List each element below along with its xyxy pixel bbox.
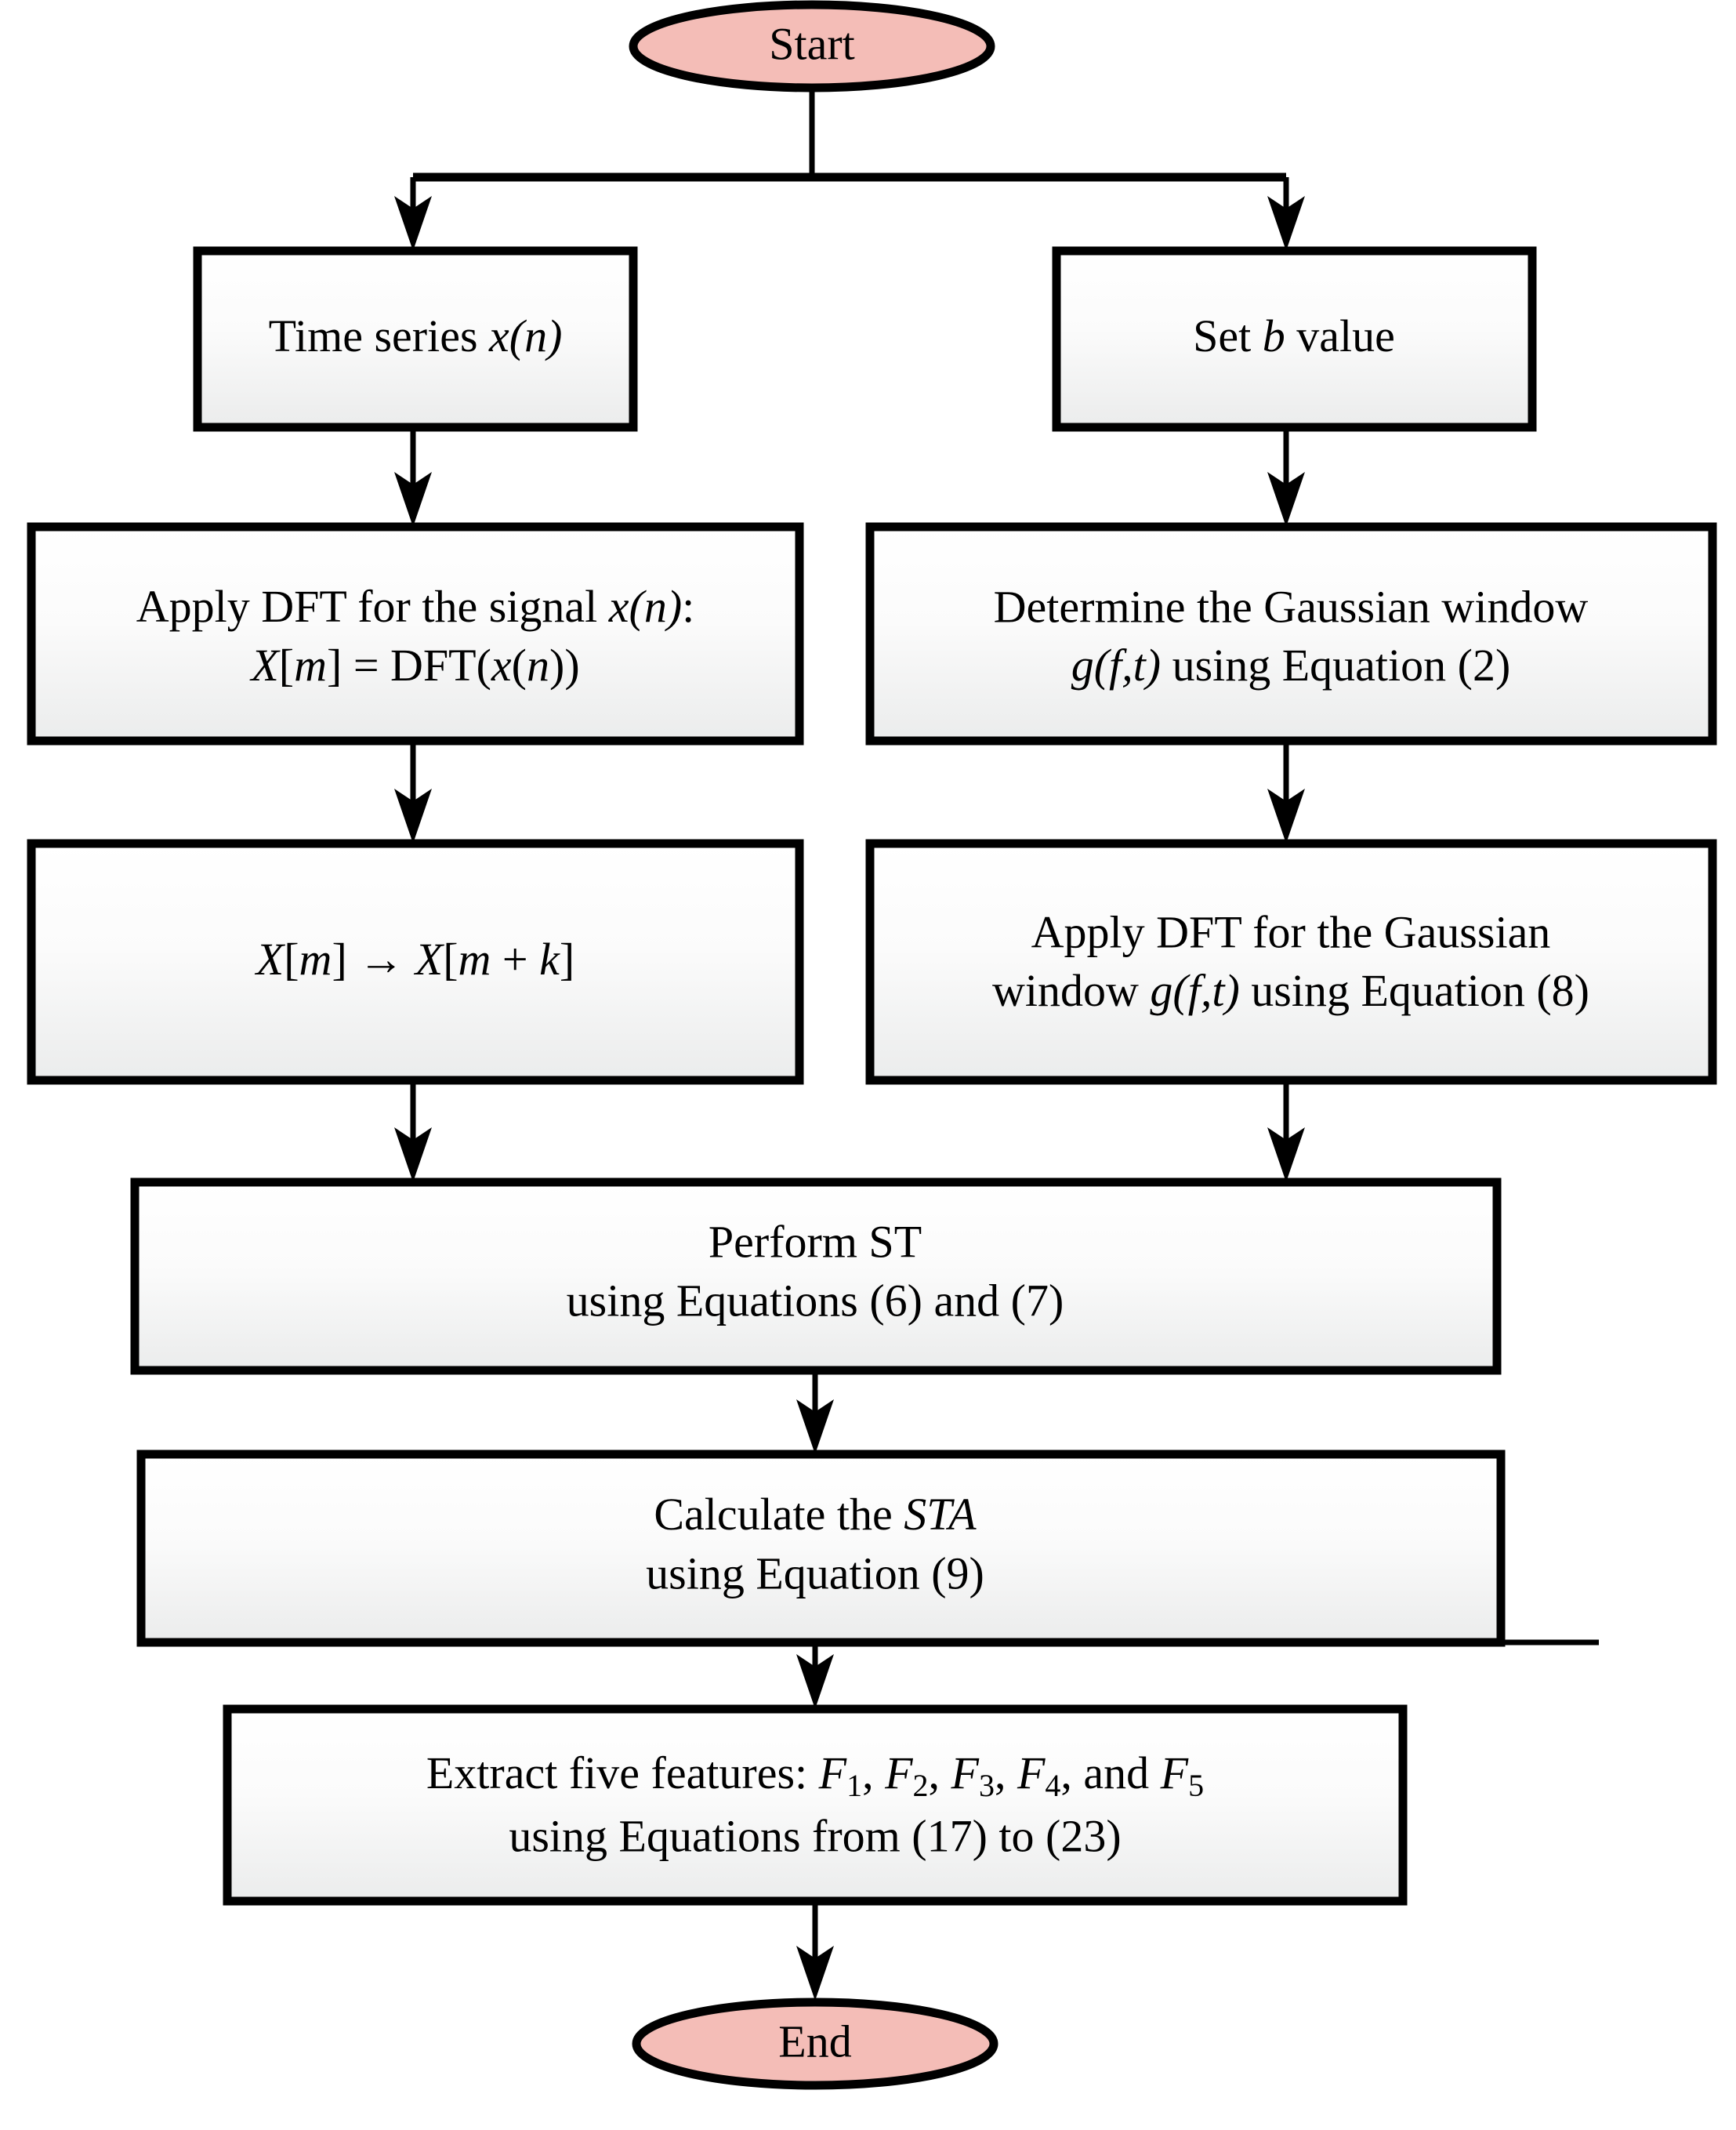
edge-set-b-gaussian [1267,427,1305,527]
ef-sep1: , [862,1747,885,1798]
node-apply-dft-gaussian-line1: Apply DFT for the Gaussian [1031,906,1551,957]
edge-dft-gaussian-perform-st [1267,1080,1305,1182]
node-apply-dft-signal-line1: Apply DFT for the signal x(n): [136,581,695,632]
node-time-series-label: Time series x(n) [269,310,563,361]
ef-f5-sub: 5 [1188,1768,1204,1803]
ss-plus: + [491,934,539,985]
sb-pre: Set [1193,310,1263,361]
ss-rb2: ] [560,934,574,985]
node-start-label: Start [769,18,855,69]
edge-calculate-sta-extract [796,1639,1599,1709]
ss-X1: X [255,934,286,985]
ads-m: m [294,640,327,691]
ss-k: k [539,934,560,985]
ef-f2-sub: 2 [913,1768,929,1803]
ads-p1: ( [512,640,527,691]
ads-p2: )) [549,640,580,691]
ads-pre: Apply DFT for the signal [136,581,609,632]
ef-pre: Extract five features: [426,1747,819,1798]
node-set-b-label: Set b value [1193,310,1395,361]
ts-text: Time series [269,310,489,361]
node-determine-gaussian-line1: Determine the Gaussian window [994,581,1589,632]
ef-f1: F [818,1747,847,1798]
ads-eq: ] = DFT( [327,640,491,691]
edge-split-set-b [1267,177,1305,251]
node-extract-features[interactable]: Extract five features: F1, F2, F3, F4, a… [223,1704,1408,1906]
edge-extract-end [796,1901,834,2001]
node-time-series[interactable]: Time series x(n) [193,246,638,432]
ads-x2: x [491,640,512,691]
ads-lb: [ [279,640,294,691]
ss-lb2: [ [443,934,458,985]
ss-m1: m [299,934,332,985]
node-extract-features-line1: Extract five features: F1, F2, F3, F4, a… [426,1747,1204,1803]
node-determine-gaussian-window[interactable]: Determine the Gaussian window g(f,t) usi… [865,522,1717,746]
ef-sep2: , [929,1747,951,1798]
node-start[interactable]: Start [629,0,995,93]
ef-f2: F [884,1747,913,1798]
cs-pre: Calculate the [654,1489,904,1540]
node-calculate-sta[interactable]: Calculate the STA using Equation (9) [136,1450,1506,1647]
ss-lb1: [ [284,934,299,985]
ads-X: X [249,640,281,691]
ss-m2: m [458,934,491,985]
ef-f1-sub: 1 [846,1768,862,1803]
ef-f3-sub: 3 [979,1768,995,1803]
adg-gft: g(f,t) [1150,965,1239,1016]
ads-colon: : [682,581,694,632]
edge-shift-perform-st [394,1080,432,1182]
edge-split-time-series [394,177,432,251]
ef-f5: F [1160,1747,1189,1798]
edge-time-series-dft [394,427,432,527]
node-end[interactable]: End [632,1998,998,2090]
ads-n2: n [527,640,549,691]
node-determine-gaussian-line2: g(f,t) using Equation (2) [1071,640,1511,691]
ss-X2: X [404,934,445,985]
node-apply-dft-signal[interactable]: Apply DFT for the signal x(n): X[m] = DF… [27,522,804,746]
node-perform-st-line2: using Equations (6) and (7) [567,1275,1064,1326]
ef-f4-sub: 4 [1045,1768,1060,1803]
node-perform-st[interactable]: Perform ST using Equations (6) and (7) [130,1177,1502,1375]
ts-var: x(n) [488,310,562,361]
ss-arrow-icon: → [358,934,404,985]
node-end-label: End [778,2016,851,2066]
ef-sep4: , and [1060,1747,1160,1798]
node-shift-spectrum-label: X[m] → X[m + k] [255,934,574,985]
dg-gft: g(f,t) [1071,640,1161,691]
ef-f4: F [1017,1747,1046,1798]
ef-sep3: , [995,1747,1017,1798]
ss-rb1: ] [332,934,358,985]
sb-post: value [1285,310,1395,361]
node-shift-spectrum[interactable]: X[m] → X[m + k] [27,839,804,1085]
ads-var: x(n) [608,581,682,632]
node-calculate-sta-line2: using Equation (9) [646,1548,984,1598]
dg-rest: using Equation (2) [1161,640,1510,691]
edge-gaussian-dft-gaussian [1267,741,1305,844]
node-apply-dft-signal-line2: X[m] = DFT(x(n)) [249,640,579,691]
edge-perform-st-calculate-sta [796,1370,834,1454]
node-set-b-value[interactable]: Set b value [1052,246,1537,432]
node-extract-features-line2: using Equations from (17) to (23) [509,1810,1121,1861]
ef-f3: F [951,1747,980,1798]
node-apply-dft-gaussian-line2: window g(f,t) using Equation (8) [992,965,1589,1016]
cs-sta: STA [904,1489,977,1540]
edge-dft-shift [394,741,432,844]
node-perform-st-line1: Perform ST [709,1216,922,1267]
adg-pre: window [992,965,1150,1016]
sb-var: b [1263,310,1285,361]
node-calculate-sta-line1: Calculate the STA [654,1489,977,1540]
adg-post: using Equation (8) [1240,965,1589,1016]
node-apply-dft-gaussian[interactable]: Apply DFT for the Gaussian window g(f,t)… [865,839,1717,1085]
